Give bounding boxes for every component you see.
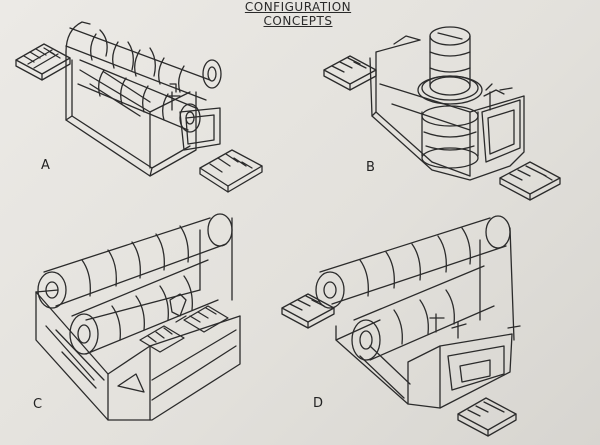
concept-label-d: D <box>313 396 324 411</box>
concept-a-drawing <box>15 21 263 193</box>
concept-d-drawing <box>281 215 521 437</box>
ram-cylinder-icon <box>69 259 219 355</box>
concept-c-drawing <box>35 213 241 421</box>
ram-cylinder-icon <box>65 27 222 101</box>
battery-pack-icon <box>457 397 517 437</box>
battery-pack-icon <box>281 293 335 329</box>
ram-cylinder-icon <box>77 59 201 133</box>
ram-cylinder-icon <box>37 213 233 309</box>
concept-label-b: B <box>366 160 375 175</box>
battery-pack-icon <box>15 43 71 81</box>
ram-cylinder-icon <box>315 215 511 309</box>
battery-pack-icon <box>323 55 377 91</box>
concept-b-drawing <box>323 26 561 201</box>
concept-label-a: A <box>41 158 50 173</box>
battery-pack-icon <box>499 161 561 201</box>
battery-pack-icon <box>199 149 263 193</box>
concept-label-c: C <box>33 397 43 412</box>
vertical-cylinder-icon <box>417 26 483 169</box>
page-title: CONFIGURATION CONCEPTS <box>244 0 352 28</box>
battery-pack-icon <box>139 325 185 353</box>
battery-pack-icon <box>183 305 229 333</box>
ram-cylinder-icon <box>351 265 495 361</box>
